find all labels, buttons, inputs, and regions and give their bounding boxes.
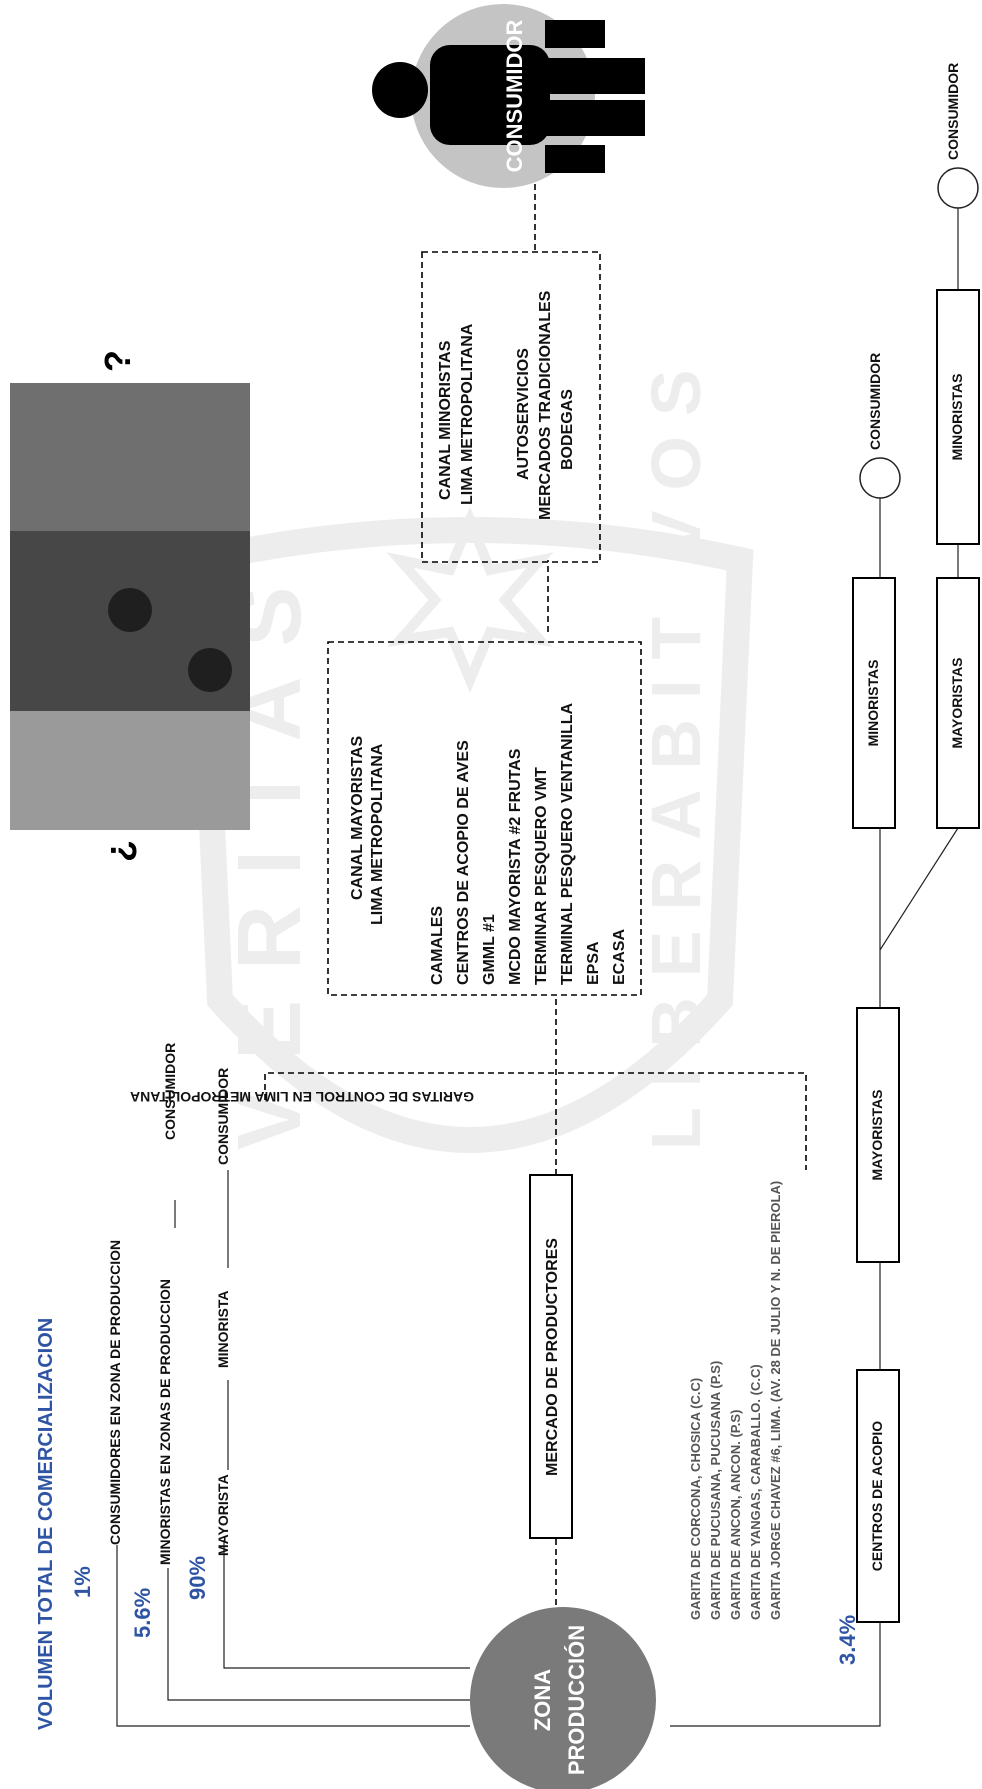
- garitas-list: GARITA DE CORCONA, CHOSICA (C.C) GARITA …: [688, 1181, 783, 1620]
- consumidor-big-label: CONSUMIDOR: [502, 20, 527, 173]
- photo-truck-wheel-1: [108, 588, 152, 632]
- mayoristas-item-3: GMML #1: [481, 914, 498, 985]
- watermark-text-2: LIBERABIT VOS: [637, 349, 715, 1150]
- label-minoristas-zonas: MINORISTAS EN ZONAS DE PRODUCCION: [157, 1279, 173, 1565]
- mayoristas-title-2: LIMA METROPOLITANA: [369, 743, 386, 925]
- connector-mayorista: [224, 1540, 470, 1668]
- mayoristas-label-1: MAYORISTAS: [869, 1089, 885, 1180]
- zona-line1: ZONA: [530, 1669, 555, 1731]
- minoristas-label-2: MINORISTAS: [949, 374, 965, 461]
- garita-item-1: GARITA DE CORCONA, CHOSICA (C.C): [688, 1378, 703, 1620]
- photo-strip: ? ¿: [10, 350, 250, 862]
- minoristas-item-2: MERCADOS TRADICIONALES: [537, 290, 554, 520]
- mayoristas-item-6: TERMINAL PESQUERO VENTANILLA: [559, 702, 576, 985]
- minoristas-title-1: CANAL MINORISTAS: [437, 340, 454, 500]
- label-consumidor-2: CONSUMIDOR: [215, 1068, 231, 1165]
- mayoristas-item-8: ECASA: [611, 929, 628, 985]
- pct-90: 90%: [185, 1556, 210, 1600]
- mayoristas-item-1: CAMALES: [429, 906, 446, 985]
- minoristas-item-3: BODEGAS: [559, 389, 576, 470]
- mayoristas-item-2: CENTROS DE ACOPIO DE AVES: [455, 740, 472, 985]
- minoristas-item-1: AUTOSERVICIOS: [515, 348, 532, 480]
- zona-produccion-circle: [470, 1607, 656, 1789]
- centros-acopio-label: CENTROS DE ACOPIO: [869, 1421, 885, 1571]
- consumidor-circle-2: [938, 168, 978, 208]
- garita-item-5: GARITA JORGE CHAVEZ #6, LIMA. (AV. 28 DE…: [768, 1181, 783, 1620]
- consumidor-circle-1: [860, 458, 900, 498]
- minoristas-list: AUTOSERVICIOS MERCADOS TRADICIONALES BOD…: [515, 290, 576, 520]
- connector-consumidores: [117, 1545, 470, 1726]
- bottom-consumidor-2: CONSUMIDOR: [945, 63, 961, 160]
- mayoristas-label-2: MAYORISTAS: [949, 657, 965, 748]
- mayoristas-item-4: MCDO MAYORISTA #2 FRUTAS: [507, 748, 524, 985]
- minoristas-label-1: MINORISTAS: [865, 660, 881, 747]
- garita-item-3: GARITA DE ANCON, ANCON. (P.S): [728, 1410, 743, 1620]
- photo-truck-wheel-2: [188, 648, 232, 692]
- garita-item-4: GARITA DE YANGAS, CARABALLO. (C.C): [748, 1364, 763, 1620]
- person-arm-left-icon: [545, 20, 605, 48]
- mayoristas-item-7: EPSA: [585, 941, 602, 985]
- minoristas-title-2: LIMA METROPOLITANA: [459, 323, 476, 505]
- zona-line2: PRODUCCIÓN: [564, 1625, 589, 1775]
- question-open: ¿: [97, 840, 138, 862]
- bottom-consumidor-1: CONSUMIDOR: [867, 353, 883, 450]
- mayoristas-item-5: TERMINAR PESQUERO VMT: [533, 767, 550, 985]
- person-torso-icon: [430, 45, 550, 145]
- label-minorista: MINORISTA: [215, 1290, 231, 1368]
- title: VOLUMEN TOTAL DE COMERCIALIZACION: [35, 1318, 57, 1730]
- photo-field: [10, 711, 250, 830]
- mercado-label: MERCADO DE PRODUCTORES: [544, 1238, 561, 1476]
- person-head-icon: [372, 62, 428, 118]
- question-close: ?: [97, 350, 138, 372]
- garitas-title: GARITAS DE CONTROL EN LIMA METROPOLITANA: [130, 1089, 474, 1105]
- person-leg-left-icon: [545, 58, 645, 94]
- person-arm-right-icon: [545, 145, 605, 173]
- mayoristas-title-1: CANAL MAYORISTAS: [349, 736, 366, 900]
- label-consumidores-zona: CONSUMIDORES EN ZONA DE PRODUCCION: [107, 1240, 123, 1545]
- mayoristas-list: CAMALES CENTROS DE ACOPIO DE AVES GMML #…: [429, 702, 628, 985]
- connector-minoristas-zona: [168, 1568, 470, 1700]
- photo-market: [10, 383, 250, 531]
- pct-5-6: 5.6%: [130, 1588, 155, 1638]
- person-leg-right-icon: [545, 100, 645, 136]
- label-mayorista: MAYORISTA: [215, 1474, 231, 1556]
- garita-item-2: GARITA DE PUCUSANA, PUCUSANA (P.S): [708, 1361, 723, 1620]
- pct-1: 1%: [70, 1566, 95, 1598]
- consumidor-figure: CONSUMIDOR: [372, 4, 645, 188]
- bottom-link-3: [880, 828, 958, 950]
